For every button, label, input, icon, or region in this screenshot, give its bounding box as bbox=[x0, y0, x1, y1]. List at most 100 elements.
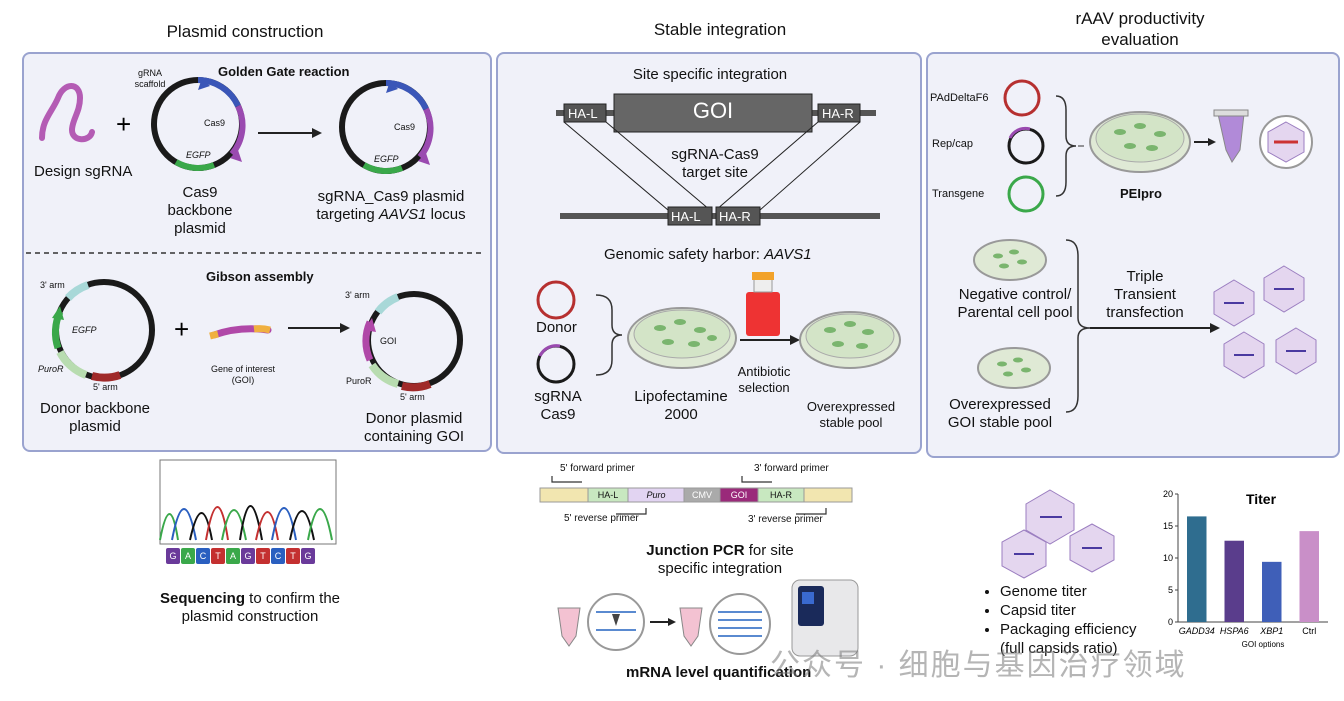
section-title-raav-line1: rAAV productivity bbox=[1075, 9, 1205, 28]
sequencing-caption: Sequencing to confirm the plasmid constr… bbox=[110, 590, 390, 626]
x-tick-label-HSPA6: HSPA6 bbox=[1220, 626, 1249, 636]
titer-item-packaging: Packaging efficiency bbox=[1000, 620, 1136, 639]
puror-label-2: PuroR bbox=[346, 376, 372, 386]
y-tick-label-10: 10 bbox=[1163, 553, 1173, 563]
grna-scaffold-line2: scaffold bbox=[134, 79, 166, 89]
sgrna-cas9-line2: Cas9 bbox=[540, 406, 576, 423]
base-4: A bbox=[226, 548, 240, 564]
junction-caption-line2: specific integration bbox=[657, 560, 783, 577]
lipofectamine-line1: Lipofectamine bbox=[634, 388, 728, 405]
section-title-raav: rAAV productivity evaluation bbox=[1030, 8, 1250, 50]
section-title-plasmid: Plasmid construction bbox=[166, 22, 324, 41]
arm3-label-1: 3' arm bbox=[40, 280, 65, 290]
donor-goi-line1: Donor plasmid bbox=[365, 410, 463, 427]
junction-caption-line1: Junction PCR for site bbox=[590, 542, 850, 560]
hal-label-2: HA-L bbox=[671, 209, 701, 224]
sequencing-caption-line2: plasmid construction bbox=[181, 608, 319, 625]
cdna-zoom-icon bbox=[709, 593, 771, 655]
segment-cmv: CMV bbox=[692, 490, 712, 500]
arm5-label-1: 5' arm bbox=[93, 382, 118, 392]
grna-scaffold-line1: gRNA bbox=[137, 68, 162, 78]
har-label-1: HA-R bbox=[822, 106, 854, 121]
x-tick-label-GADD34: GADD34 bbox=[1179, 626, 1215, 636]
y-tick-label-20: 20 bbox=[1163, 489, 1173, 499]
fwd3-primer-label: 3' forward primer bbox=[754, 463, 829, 474]
design-sgrna-label: Design sgRNA bbox=[34, 163, 133, 180]
donor-goi-line2: containing GOI bbox=[363, 428, 465, 445]
stable-pool-line1: Overexpressed bbox=[806, 399, 896, 414]
rev3-primer-label: 3' reverse primer bbox=[748, 514, 823, 525]
aavs1-text: AAVS1 bbox=[378, 206, 427, 223]
gibson-assembly-label: Gibson assembly bbox=[206, 269, 314, 284]
cas9-label-1: Cas9 bbox=[204, 118, 226, 128]
egfp-label-2: EGFP bbox=[374, 154, 399, 164]
cas9-backbone-label: Cas9 backbone plasmid bbox=[150, 184, 250, 238]
safety-harbor-text: Genomic safety harbor: bbox=[604, 246, 765, 263]
cas9-backbone-line1: Cas9 bbox=[182, 184, 218, 201]
base-0: G bbox=[166, 548, 180, 564]
padeltaf6-label: PAdDeltaF6 bbox=[930, 92, 989, 104]
stable-pool-line2: stable pool bbox=[819, 415, 883, 430]
donor-label: Donor bbox=[536, 319, 577, 336]
overexpressed-goi-label: Overexpressed GOI stable pool bbox=[938, 396, 1062, 432]
negative-control-line1: Negative control/ bbox=[958, 286, 1072, 303]
titer-item-genome: Genome titer bbox=[1000, 582, 1136, 601]
sequencing-rest: to confirm the bbox=[244, 590, 341, 607]
base-5: G bbox=[241, 548, 255, 564]
goi-description-line1: Gene of interest bbox=[210, 364, 276, 374]
base-6: T bbox=[256, 548, 270, 564]
chart-title: Titer bbox=[1246, 491, 1277, 507]
y-tick-label-5: 5 bbox=[1168, 585, 1173, 595]
sgrna-cas9-plasmid-line2: targeting AAVS1 locus bbox=[306, 206, 476, 224]
base-2: C bbox=[196, 548, 210, 564]
arm5-label-2: 5' arm bbox=[400, 392, 425, 402]
base-3: T bbox=[211, 548, 225, 564]
donor-goi-label: Donor plasmid containing GOI bbox=[344, 410, 484, 446]
safety-harbor-gene: AAVS1 bbox=[764, 246, 812, 263]
junction-rest: for site bbox=[744, 542, 794, 559]
junction-bold: Junction PCR bbox=[646, 542, 745, 559]
x-axis-label: GOI options bbox=[1242, 640, 1285, 649]
section-title-stable: Stable integration bbox=[653, 20, 787, 39]
y-tick-label-0: 0 bbox=[1168, 617, 1173, 627]
donor-backbone-label: Donor backbone plasmid bbox=[30, 400, 160, 436]
overexpressed-goi-line2: GOI stable pool bbox=[947, 414, 1053, 431]
segment-puro: Puro bbox=[646, 490, 666, 500]
egfp-label-1: EGFP bbox=[186, 150, 211, 160]
rt-zoom-icon bbox=[587, 593, 645, 651]
cas9-backbone-line2: backbone bbox=[167, 202, 233, 219]
egfp-label-3: EGFP bbox=[72, 325, 97, 335]
har-label-2: HA-R bbox=[719, 209, 751, 224]
cas9-backbone-line3: plasmid bbox=[174, 220, 226, 237]
junction-pcr-caption: Junction PCR for site specific integrati… bbox=[590, 542, 850, 578]
sgrna-cas9-plasmid-line1: sgRNA_Cas9 plasmid bbox=[317, 188, 465, 205]
hal-label-1: HA-L bbox=[568, 106, 598, 121]
watermark: 公众号 · 细胞与基因治疗领域 bbox=[770, 649, 1187, 682]
lipofectamine-line2: 2000 bbox=[664, 406, 698, 423]
negative-control-line2: Parental cell pool bbox=[957, 304, 1073, 321]
rev5-primer-label: 5' reverse primer bbox=[564, 513, 639, 524]
sgrna-cas9-plasmid-label: sgRNA_Cas9 plasmid targeting AAVS1 locus bbox=[306, 188, 476, 224]
goi-description: Gene of interest (GOI) bbox=[198, 364, 288, 386]
triple-transfection-label: Triple Transient transfection bbox=[1090, 268, 1200, 322]
targeting-text: targeting bbox=[316, 206, 379, 223]
titer-metrics-list: Genome titer Capsid titer Packaging effi… bbox=[982, 582, 1136, 658]
locus-text: locus bbox=[426, 206, 466, 223]
antibiotic-line2: selection bbox=[738, 380, 790, 395]
overexpressed-goi-line1: Overexpressed bbox=[949, 396, 1051, 413]
bar-GADD34 bbox=[1187, 516, 1207, 622]
antibiotic-line1: Antibiotic bbox=[737, 364, 791, 379]
y-tick-label-15: 15 bbox=[1163, 521, 1173, 531]
repcap-label: Rep/cap bbox=[932, 138, 973, 150]
base-1: A bbox=[181, 548, 195, 564]
section-title-raav-line2: evaluation bbox=[1101, 30, 1179, 49]
segment-goi: GOI bbox=[730, 490, 748, 500]
sequencing-bold: Sequencing bbox=[159, 590, 245, 607]
segment-har: HA-R bbox=[770, 490, 792, 500]
mrna-quant-label: mRNA level quantification bbox=[626, 664, 812, 681]
triple-line3: transfection bbox=[1106, 304, 1184, 321]
x-tick-label-XBP1: XBP1 bbox=[1259, 626, 1283, 636]
tube-icon-2 bbox=[679, 607, 703, 647]
